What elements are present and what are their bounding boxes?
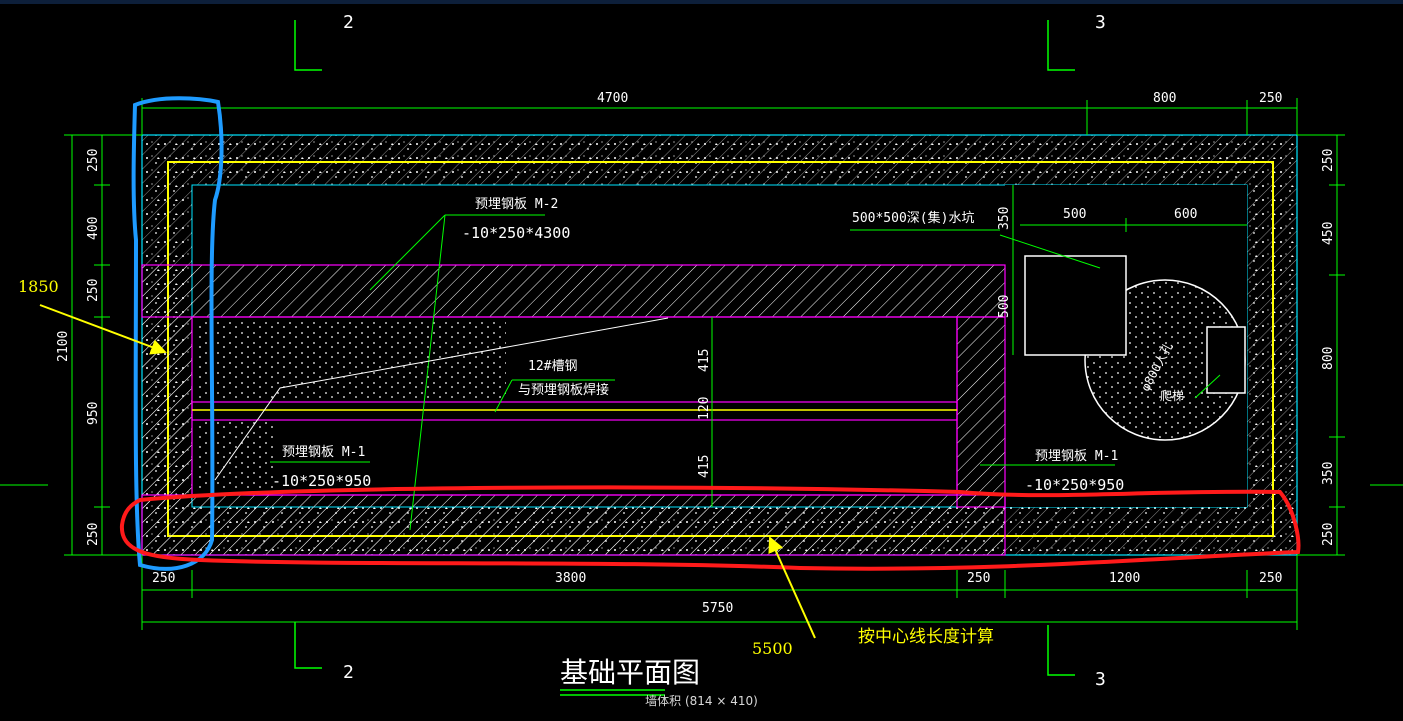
dim-bottom-1200: 1200 bbox=[1109, 571, 1140, 586]
annotation-value-left: 1850 bbox=[18, 277, 59, 296]
dim-pit-600: 600 bbox=[1174, 207, 1197, 222]
dim-left-250-mid: 250 bbox=[86, 279, 101, 302]
dim-top-800: 800 bbox=[1153, 91, 1176, 106]
red-highlight-outline bbox=[119, 485, 1301, 571]
top-toolbar-strip bbox=[0, 0, 1403, 4]
dim-top-250: 250 bbox=[1259, 91, 1282, 106]
label-m1-left-spec: -10*250*950 bbox=[272, 472, 371, 490]
dim-left-950: 950 bbox=[86, 402, 101, 425]
label-rebar-line1: 12#槽钢 bbox=[528, 359, 577, 374]
section-markers bbox=[294, 20, 1075, 676]
label-ladder: 爬梯 bbox=[1160, 389, 1184, 403]
blue-highlight-outline bbox=[131, 96, 224, 571]
dim-inner-415-bottom: 415 bbox=[697, 455, 712, 478]
dim-right-450: 450 bbox=[1321, 222, 1336, 245]
label-rebar-line2: 与预埋钢板焊接 bbox=[518, 382, 609, 398]
section-mark-bottom-left: 2 bbox=[343, 662, 354, 683]
dim-bottom-5750: 5750 bbox=[702, 601, 733, 616]
label-m2-spec: -10*250*4300 bbox=[462, 224, 570, 242]
dim-bottom-250-left: 250 bbox=[152, 571, 175, 586]
section-mark-top-right: 3 bbox=[1095, 12, 1106, 33]
water-pit-group bbox=[1024, 255, 1246, 441]
dim-right-250-top: 250 bbox=[1321, 149, 1336, 172]
label-m2-name: 预埋钢板 M-2 bbox=[475, 197, 558, 212]
drawing-title: 基础平面图 bbox=[560, 656, 700, 689]
dim-right-350: 350 bbox=[1321, 462, 1336, 485]
dim-left-250-top: 250 bbox=[86, 149, 101, 172]
dim-right-800: 800 bbox=[1321, 347, 1336, 370]
annotation-arrow-left bbox=[39, 304, 167, 355]
dim-pit-350: 350 bbox=[997, 207, 1012, 230]
rebar-leader bbox=[214, 317, 669, 481]
beams bbox=[141, 264, 1006, 556]
dim-bottom-3800: 3800 bbox=[555, 571, 586, 586]
label-m1-left-name: 预埋钢板 M-1 bbox=[282, 445, 365, 460]
dim-left-250-bottom: 250 bbox=[86, 523, 101, 546]
dim-pit-500: 500 bbox=[1063, 207, 1086, 222]
dim-bottom-250-right: 250 bbox=[1259, 571, 1282, 586]
dim-right-250-bottom: 250 bbox=[1321, 523, 1336, 546]
section-mark-top-left: 2 bbox=[343, 12, 354, 33]
dim-inner-120: 120 bbox=[697, 397, 712, 420]
dim-left-2100: 2100 bbox=[56, 331, 71, 362]
dim-left-400: 400 bbox=[86, 217, 101, 240]
annotation-arrow-bottom bbox=[768, 536, 816, 639]
label-m1-right-name: 预埋钢板 M-1 bbox=[1035, 449, 1118, 464]
dim-inner-415-top: 415 bbox=[697, 349, 712, 372]
dim-pit-500-vert: 500 bbox=[997, 295, 1012, 318]
annotation-value-bottom: 5500 bbox=[752, 639, 793, 658]
label-m1-right-spec: -10*250*950 bbox=[1025, 476, 1124, 494]
section-mark-bottom-right: 3 bbox=[1095, 669, 1106, 690]
title-underline bbox=[560, 689, 665, 696]
dim-bottom-250-col: 250 bbox=[967, 571, 990, 586]
annotation-note: 按中心线长度计算 bbox=[858, 627, 994, 647]
label-water-pit: 500*500深(集)水坑 bbox=[852, 210, 974, 226]
status-caption: 墙体积 (814 × 410) bbox=[645, 694, 758, 708]
dim-top-4700: 4700 bbox=[597, 91, 628, 106]
